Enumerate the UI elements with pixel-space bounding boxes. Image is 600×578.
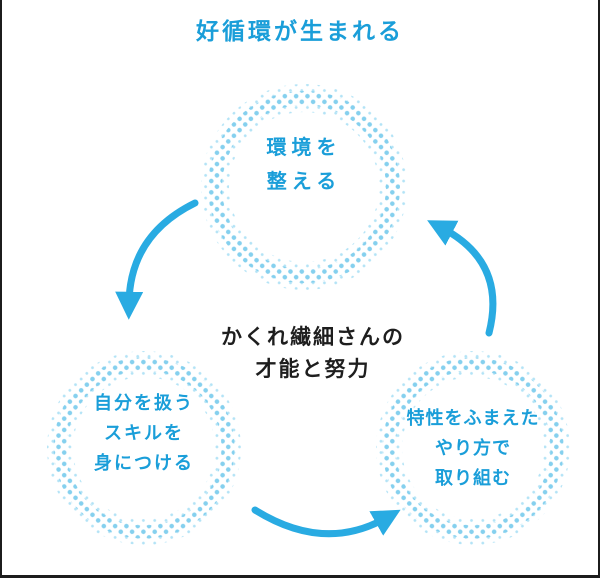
left-circle-label-line: スキルを	[104, 423, 184, 443]
left-circle-label: 自分を扱う スキルを 身につける	[47, 336, 241, 530]
page-title: 好循環が生まれる	[196, 18, 404, 44]
ring-left-circle	[47, 351, 241, 545]
top-circle-label-line: 整える	[266, 171, 342, 193]
left-circle-label-line: 自分を扱う	[94, 393, 194, 413]
right-circle-label: 特性をふまえた やり方で 取り組む	[376, 351, 570, 545]
center-caption-line: 才能と努力	[255, 358, 371, 381]
top-circle-label-line: 環境を	[266, 137, 342, 159]
arrow-left-to-right-icon	[251, 506, 401, 538]
ring-right-circle	[376, 351, 570, 545]
ring-top-circle	[201, 84, 407, 290]
right-circle-label-line: やり方で	[435, 438, 511, 458]
center-caption: かくれ繊細さんの 才能と努力	[15, 322, 598, 386]
right-circle-label-line: 取り組む	[435, 468, 511, 488]
top-circle-label: 環境を 整える	[204, 65, 404, 265]
arrow-right-to-top-icon	[427, 220, 497, 337]
center-caption-line: かくれ繊細さんの	[221, 326, 405, 349]
arrow-top-to-left-icon	[115, 199, 199, 320]
right-circle-label-line: 特性をふまえた	[406, 408, 540, 428]
left-circle-label-line: 身につける	[94, 453, 194, 473]
